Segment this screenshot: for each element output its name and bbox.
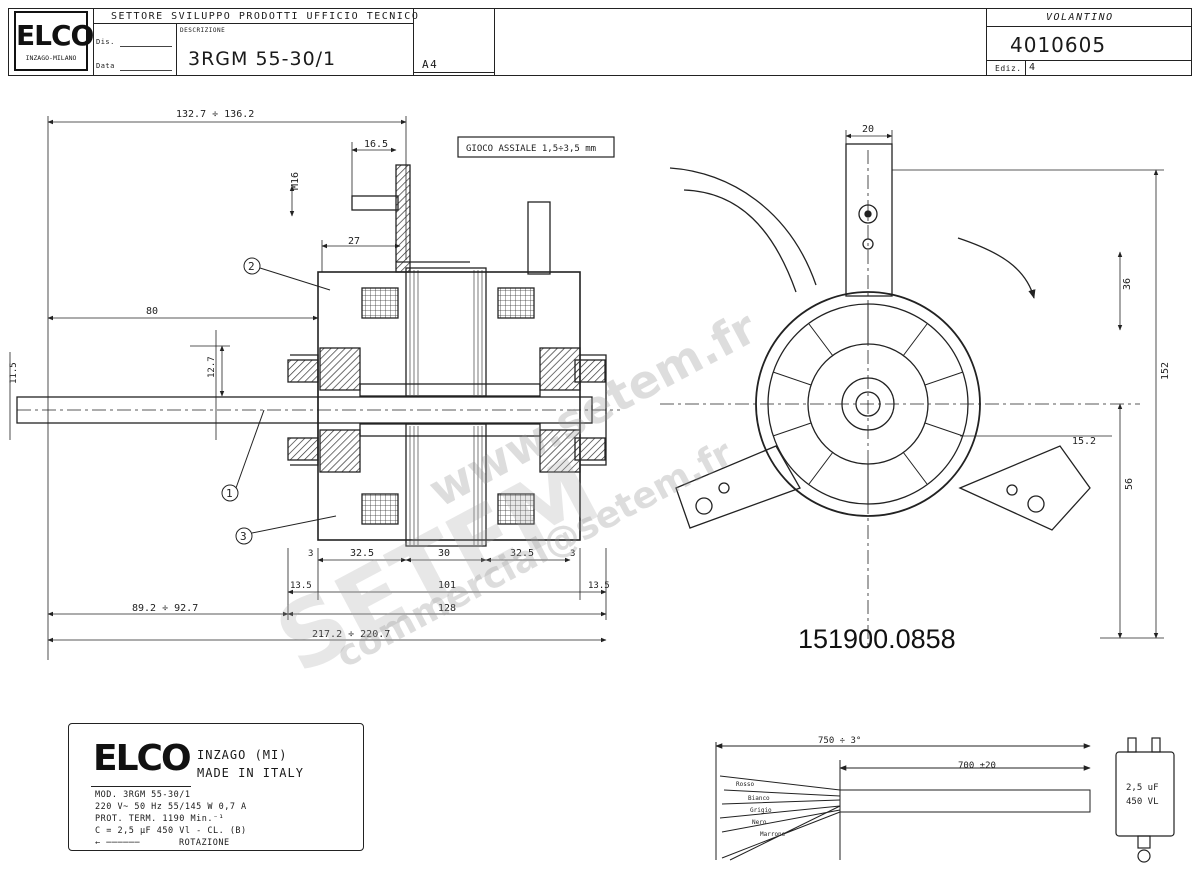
nameplate-rotation: ROTAZIONE xyxy=(179,838,230,848)
nameplate-brand: ELCO xyxy=(93,738,192,779)
dim-11-5: 11.5 xyxy=(9,362,19,384)
descrizione-label: DESCRIZIONE xyxy=(180,27,226,34)
nameplate: ELCO INZAGO (MI) MADE IN ITALY MOD. 3RGM… xyxy=(68,723,364,851)
nameplate-capacitor: C = 2,5 µF 450 Vl - CL. (B) xyxy=(95,826,247,836)
dim-56: 56 xyxy=(1124,478,1135,490)
front-view-dimensions xyxy=(845,130,1164,639)
axial-play-note: GIOCO ASSIALE 1,5÷3,5 mm xyxy=(466,144,596,154)
elco-logo: ELCO INZAGO-MILANO xyxy=(14,11,94,71)
dim-128: 128 xyxy=(438,603,456,614)
wire-label-0: Rosso xyxy=(736,781,754,788)
edition-value: 4 xyxy=(1029,62,1036,73)
logo-sub: INZAGO-MILANO xyxy=(25,54,77,62)
nameplate-made-in: MADE IN ITALY xyxy=(197,766,304,780)
dim-152: 152 xyxy=(1160,362,1171,380)
dim-32-5-right: 32.5 xyxy=(510,548,534,559)
capacitor-value: 2,5 uF xyxy=(1126,783,1159,793)
dim-overall-top: 132.7 ÷ 136.2 xyxy=(176,109,254,120)
department-title: SETTORE SVILUPPO PRODOTTI UFFICIO TECNIC… xyxy=(111,11,420,22)
dim-80: 80 xyxy=(146,306,158,317)
wire-label-1: Bianco xyxy=(748,795,770,802)
dim-13-5-left: 13.5 xyxy=(290,581,312,591)
nameplate-thermal: PROT. TERM. 1190 Min.⁻¹ xyxy=(95,814,225,824)
cable-drawing xyxy=(715,742,1091,861)
cable-length-total: 750 ÷ 3° xyxy=(818,736,861,746)
axial-play-box xyxy=(457,136,615,158)
side-view xyxy=(16,164,620,547)
dim-15-2: 15.2 xyxy=(1072,436,1096,447)
dim-3-left: 3 xyxy=(308,549,313,559)
dim-m16: M16 xyxy=(290,172,301,190)
capacitor-voltage: 450 VL xyxy=(1126,797,1159,807)
dim-30: 30 xyxy=(438,548,450,559)
dis-label: Dis. xyxy=(96,38,115,46)
format-label: A4 xyxy=(422,58,439,71)
capacitor-drawing xyxy=(1115,737,1175,863)
logo-brand: ELCO xyxy=(16,19,94,52)
dim-36: 36 xyxy=(1122,278,1133,290)
dim-217: 217.2 ÷ 220.7 xyxy=(312,629,390,640)
data-label: Data xyxy=(96,62,115,70)
callout-1: 1 xyxy=(226,487,233,500)
description-value: 3RGM 55-30/1 xyxy=(188,48,337,70)
dim-16-5: 16.5 xyxy=(364,139,388,150)
dim-27: 27 xyxy=(348,236,360,247)
wire-label-2: Grigio xyxy=(750,807,772,814)
dim-32-5-left: 32.5 xyxy=(350,548,374,559)
drawing-number: 4010605 xyxy=(1010,33,1107,57)
nameplate-model: MOD. 3RGM 55-30/1 xyxy=(95,790,191,800)
dim-13-5-right: 13.5 xyxy=(588,581,610,591)
callout-3: 3 xyxy=(240,530,247,543)
callout-markers xyxy=(221,257,337,545)
dim-20: 20 xyxy=(862,124,874,135)
nameplate-rotation-arrow: ← ────── xyxy=(95,838,140,848)
dim-3-right: 3 xyxy=(570,549,575,559)
dim-89: 89.2 ÷ 92.7 xyxy=(132,603,198,614)
edition-label: Ediz. xyxy=(995,64,1022,73)
cable-length-wires: 700 ±20 xyxy=(958,761,996,771)
dim-12-7: 12.7 xyxy=(207,356,217,378)
wire-label-3: Nero xyxy=(752,819,767,826)
wire-label-4: Marrone xyxy=(760,831,786,838)
part-number: 151900.0858 xyxy=(798,624,956,654)
front-view xyxy=(660,143,1140,650)
side-view-dimensions xyxy=(9,116,607,660)
callout-2: 2 xyxy=(248,260,255,273)
nameplate-city: INZAGO (MI) xyxy=(197,748,288,762)
part-name: VOLANTINO xyxy=(1046,12,1114,23)
dim-101: 101 xyxy=(438,580,456,591)
nameplate-rating: 220 V~ 50 Hz 55/145 W 0,7 A xyxy=(95,802,247,812)
